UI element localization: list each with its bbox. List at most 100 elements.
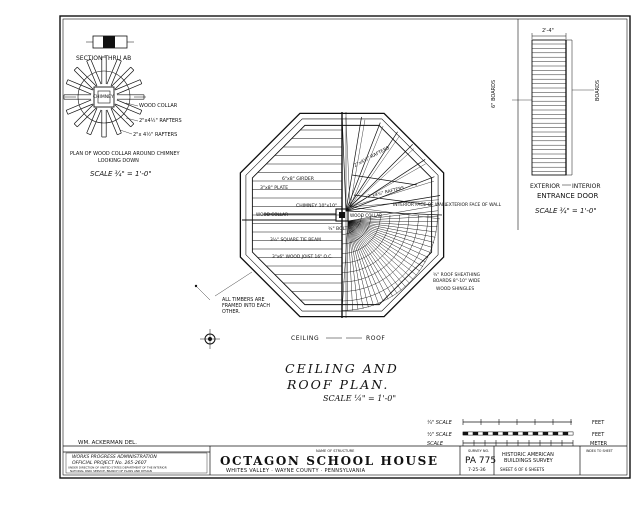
collar-rafter-end [139, 110, 143, 115]
hip-rafter-double [345, 117, 351, 208]
note-timbers-2: FRAMED INTO EACH [222, 303, 270, 309]
collar-rafter [77, 107, 97, 128]
note-collar: WOOD COLLAR [256, 212, 288, 217]
collar-rafter [86, 108, 98, 134]
wpa-line3: UNDER DIRECTION OF UNITED STATES DEPARTM… [68, 466, 167, 470]
index-label: INDEX TO SHEET [586, 449, 613, 453]
roof-sheathing-board [347, 220, 431, 253]
roof-course-line [341, 214, 429, 302]
scale-segment [497, 431, 504, 436]
roof-sheathing-board [347, 220, 433, 248]
collar-rafter [67, 79, 93, 91]
section-label: SECTION THRU AB [76, 55, 131, 62]
hip-rafter-double [349, 206, 440, 220]
survey-label: SURVEY NO. [468, 449, 489, 453]
plan-title-line1: CEILING AND [285, 361, 399, 376]
scale-segment [557, 431, 564, 436]
plan-title-line2: ROOF PLAN. [286, 377, 389, 392]
door-scale: SCALE ¾" = 1'-0" [535, 207, 597, 215]
roof-sheathing-board [347, 220, 435, 243]
note-wood-collar-right: WOOD COLLAR [350, 213, 382, 218]
wpa-line1: WORKS PROGRESS ADMINISTRATION [72, 454, 157, 460]
scale-segment [567, 431, 574, 436]
note-chimney: CHIMNEY 10"x10" [296, 203, 337, 209]
collar-rafter-end [86, 132, 91, 136]
hip-rafter [345, 176, 435, 212]
octagon-plan [239, 112, 445, 318]
roof-sheathing-board [347, 220, 414, 280]
roof-sheathing-board [347, 220, 374, 306]
note-timbers-1: ALL TIMBERS ARE [222, 297, 265, 303]
note-rafters: 2"x4½" RAFTERS [353, 144, 391, 169]
collar-caption-2: LOOKING DOWN [98, 158, 139, 164]
habs-line2: BUILDINGS SURVEY [504, 458, 554, 464]
door-title: ENTRANCE DOOR [537, 192, 598, 200]
scale-segment [467, 431, 474, 436]
sheet-number: SHEET 6 OF 6 SHEETS [500, 467, 545, 472]
north-arrow-icon [200, 329, 220, 349]
hip-rafter-double [349, 199, 439, 208]
roof-course-line [341, 214, 362, 235]
roof-sheathing-board [347, 220, 424, 267]
chimney-label: CHIMNEY [93, 94, 114, 100]
roof-course-line [341, 214, 381, 254]
scale-segment [502, 431, 509, 436]
sheet-inner-border [62, 18, 628, 476]
collar-scale: SCALE ¾" = 1'-0" [90, 170, 152, 178]
collar-rafter [90, 59, 102, 85]
note-ceiling-joists: 3"x6" WOOD JOIST 16" O.C. [272, 254, 333, 260]
scale-segment [522, 431, 529, 436]
scale-segment [487, 431, 494, 436]
roof-sheathing-board [347, 220, 410, 284]
note-interior-face: INTERIOR FACE OF WALL [393, 202, 447, 208]
scale-row1-label: ¼" SCALE [427, 420, 453, 426]
hip-rafter-double [349, 148, 415, 208]
scale-segment [517, 431, 524, 436]
door-boards-label: 6" BOARDS [491, 80, 497, 108]
hip-rafter [345, 144, 413, 212]
roof-sheathing-board [347, 220, 384, 302]
roof-sheathing-board [347, 210, 438, 222]
timbers-leader [214, 271, 253, 297]
collar-rafter [73, 70, 94, 90]
collar-rafter-end [130, 123, 135, 128]
note-plate: 3"x8" PLATE [260, 185, 288, 191]
collar-rafter-end [139, 79, 143, 84]
collar-rafter [114, 104, 135, 124]
hip-rafter-double [349, 163, 426, 208]
hip-rafter-double [349, 125, 384, 208]
roof-course-line [341, 214, 438, 311]
roof-sheathing-board [347, 220, 393, 297]
drawn-by: WM. ACKERMAN DEL. [78, 440, 137, 446]
hip-rafter [345, 159, 426, 212]
plan-scale: SCALE ¼" = 1'-0" [323, 394, 396, 403]
roof-course-line [341, 214, 391, 264]
hip-rafter [345, 116, 362, 212]
hip-rafter-double [349, 135, 400, 208]
roof-sheathing-board [347, 220, 406, 288]
scale-segment [547, 431, 554, 436]
roof-course-line [341, 214, 410, 283]
collar-rafter-end [117, 132, 122, 136]
note-bolt: ¾" BOLT [328, 226, 348, 232]
roof-sheathing-board [347, 220, 389, 300]
roof-sheathing-board [347, 220, 436, 238]
scale-segment [482, 431, 489, 436]
collar-tie [351, 174, 418, 186]
roof-sheathing-board [347, 220, 369, 308]
roof-sheathing-board [347, 220, 426, 263]
roof-sheathing-board [347, 220, 349, 311]
scale-segment [462, 431, 469, 436]
door-exterior-label: EXTERIOR [530, 183, 560, 190]
note-wood-shingles: WOOD SHINGLES [436, 286, 474, 292]
structure-name: OCTAGON SCHOOL HOUSE [220, 454, 439, 468]
roof-course-line [341, 214, 419, 292]
scale-segment [512, 431, 519, 436]
roof-sheathing-board [347, 220, 437, 233]
scale-unit-meter: METER [590, 441, 608, 447]
collar-rafter [66, 83, 92, 95]
habs-line1: HISTORIC AMERICAN [502, 452, 554, 458]
scale-row3-label: SCALE [427, 441, 444, 447]
scale-segment [562, 431, 569, 436]
